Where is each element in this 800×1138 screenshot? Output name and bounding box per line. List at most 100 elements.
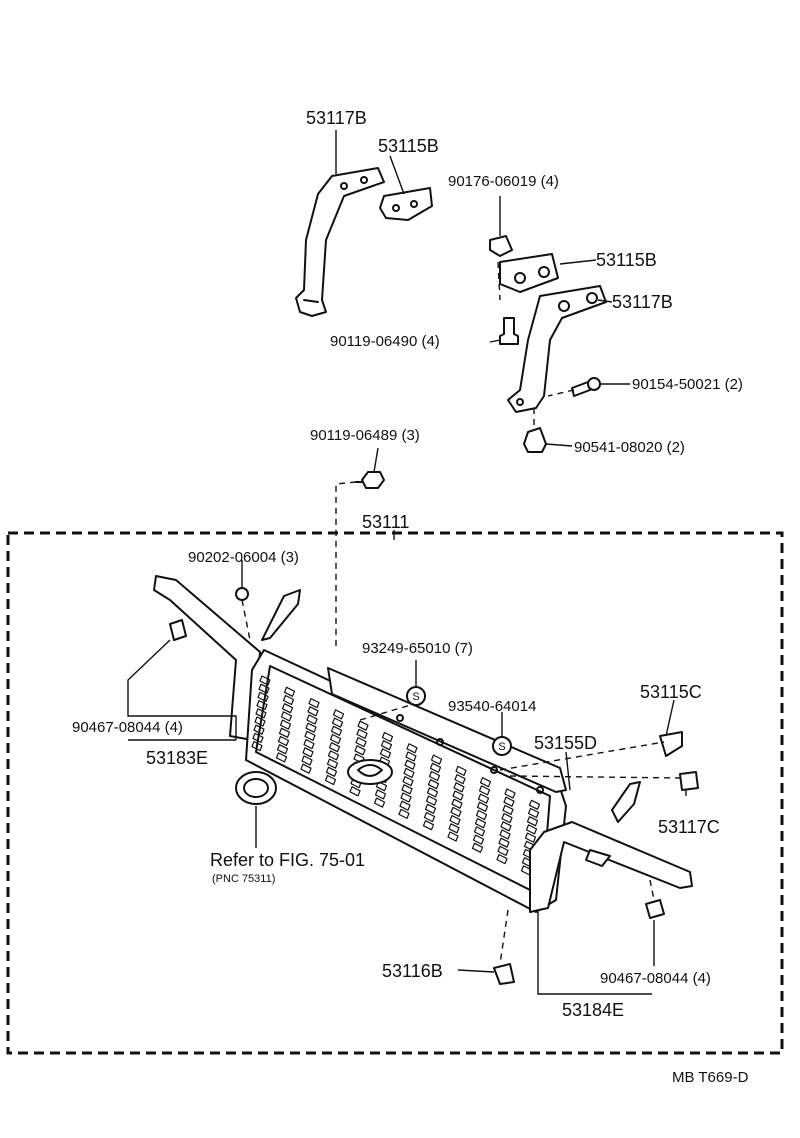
grille-cell: [300, 763, 312, 774]
label-53115C: 53115C: [640, 682, 702, 702]
grille-cell: [428, 770, 441, 782]
svg-text:S: S: [412, 691, 419, 703]
label-53117B-top: 53117B: [306, 108, 367, 128]
grille-cell: [477, 793, 490, 804]
label-93540: 93540-64014: [448, 698, 536, 715]
grille-cell: [331, 717, 344, 728]
grille-cell: [403, 767, 415, 778]
grille-cell: [473, 826, 486, 837]
grille-cell: [399, 800, 411, 811]
grille-cell: [527, 807, 540, 819]
grille-cell: [306, 714, 318, 725]
grille-cell: [496, 854, 508, 865]
leader-lines-upper: [335, 130, 630, 540]
grille-cell: [504, 788, 516, 799]
grille-cell: [500, 821, 512, 832]
label-53184E: 53184E: [562, 1000, 624, 1020]
grille-cell: [254, 716, 266, 727]
grille-cell: [330, 725, 343, 736]
nut-90541: [523, 427, 547, 453]
grille-cell: [429, 762, 442, 773]
grille-cell: [279, 719, 292, 730]
grille-cell: [332, 709, 345, 720]
grille-cell: [499, 829, 511, 840]
grille-cell: [251, 741, 263, 752]
grille-cell: [402, 776, 414, 787]
grille-cell: [451, 798, 463, 809]
label-90154: 90154-50021 (2): [632, 376, 743, 393]
grille-cell: [471, 842, 484, 853]
grille-cell: [406, 743, 418, 754]
grille-cell: [303, 739, 315, 750]
grille-cell: [379, 748, 392, 759]
radiator-grille-53111: [245, 649, 567, 913]
label-90541: 90541-08020 (2): [574, 439, 685, 456]
svg-text:S: S: [498, 741, 505, 753]
grille-cell: [449, 815, 461, 826]
label-53111: 53111: [362, 512, 409, 532]
grille-cell: [277, 735, 290, 747]
grille-cell: [398, 808, 410, 819]
grille-cell: [380, 740, 393, 751]
grille-cell: [502, 804, 514, 815]
retainer-53184E: [529, 781, 693, 913]
label-53117B-right: 53117B: [612, 292, 673, 312]
grille-cell: [355, 737, 367, 748]
grille-cell: [404, 759, 416, 770]
label-53115B-top: 53115B: [378, 136, 439, 156]
grille-cell: [326, 758, 339, 769]
label-53183E: 53183E: [146, 748, 208, 768]
grille-cell: [255, 708, 267, 719]
screw-90119-06489: [355, 471, 385, 489]
grille-cell: [349, 786, 361, 797]
grille-cell: [302, 747, 314, 758]
bracket-53117B-right: [507, 285, 607, 413]
bracket-53115B-left: [379, 187, 433, 221]
leader-lines-lower: [127, 560, 687, 995]
grille-cell: [381, 731, 394, 743]
grille-cell: [356, 728, 368, 739]
grille-cell: [278, 727, 291, 738]
grille-cell: [497, 845, 509, 856]
grille-cell: [476, 801, 489, 812]
grille-cell: [374, 789, 387, 800]
grille-cell: [256, 700, 268, 711]
grille-cell: [280, 711, 293, 722]
grille-cell: [308, 698, 320, 709]
grille-cell: [259, 675, 271, 686]
grille-cell: [253, 724, 265, 735]
grille-cell: [405, 751, 417, 762]
label-90467-left: 90467-08044 (4): [72, 719, 183, 736]
grille-cell: [275, 752, 288, 763]
label-53117C: 53117C: [658, 817, 720, 837]
grille-cell: [427, 779, 440, 790]
moulding-53155D: [327, 667, 567, 794]
grille-cell: [478, 785, 491, 796]
grille-cell: [525, 824, 538, 835]
label-ref-fig: Refer to FIG. 75-01: [210, 850, 365, 870]
clip-53115C: [659, 731, 683, 757]
figure-code: MB T669-D: [672, 1069, 749, 1086]
emblem: [235, 771, 277, 805]
label-53116B: 53116B: [382, 961, 443, 981]
grille-cell: [327, 750, 340, 761]
grille-cell: [325, 766, 338, 777]
grille-cell: [282, 694, 295, 706]
grille-cell: [373, 797, 386, 808]
label-90467-right: 90467-08044 (4): [600, 970, 711, 987]
nut-90202: [235, 587, 249, 601]
bracket-53117B-left: [295, 167, 385, 317]
grille-cell: [329, 733, 342, 745]
clip-53117C: [679, 771, 699, 791]
label-53115B-right: 53115B: [596, 250, 657, 270]
grille-cell: [328, 742, 341, 753]
grille-cell: [357, 720, 369, 731]
grille-cell: [501, 813, 513, 824]
grille-cell: [475, 809, 488, 821]
grille-cell: [258, 683, 270, 694]
grille-cell: [301, 755, 313, 766]
grille-cell: [503, 796, 515, 807]
grille-cell: [425, 795, 438, 806]
